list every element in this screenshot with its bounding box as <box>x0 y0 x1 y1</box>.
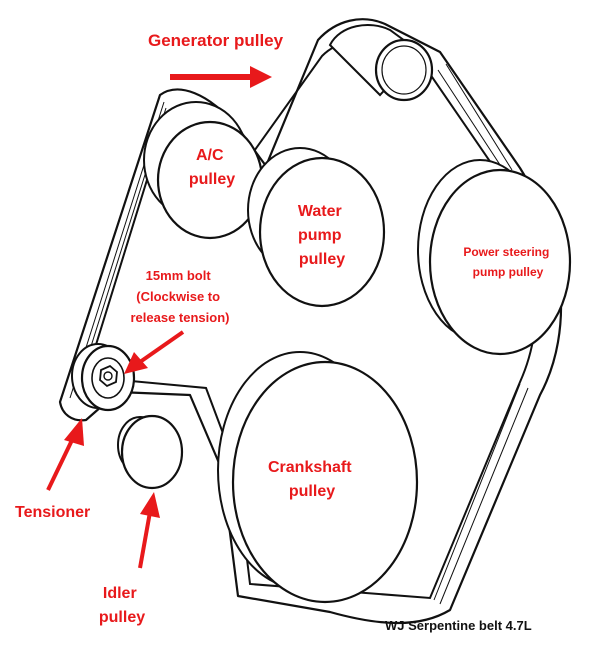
power-steering-pulley <box>417 159 572 356</box>
generator-pulley <box>328 24 434 102</box>
bolt-label: 15mm bolt (Clockwise to release tension) <box>131 268 230 325</box>
bolt-arrow <box>124 330 185 374</box>
crankshaft-pulley <box>217 351 419 604</box>
ac-pulley-label: A/C pulley <box>189 147 235 188</box>
tensioner-arrow <box>46 418 84 491</box>
caption: WJ Serpentine belt 4.7L <box>385 618 532 633</box>
water-pump-pulley-label: Water pump pulley <box>298 203 346 268</box>
belt-ribs <box>69 63 529 605</box>
water-pump-pulley <box>247 147 386 308</box>
ac-pulley <box>143 101 264 240</box>
tensioner-label: Tensioner <box>15 504 90 521</box>
idler-arrow <box>138 492 160 569</box>
direction-arrow <box>170 66 272 88</box>
power-steering-pulley-label: Power steering pump pulley <box>463 245 552 279</box>
tensioner-pulley <box>71 343 136 412</box>
generator-pulley-label: Generator pulley <box>148 31 284 50</box>
crankshaft-pulley-label: Crankshaft pulley <box>268 459 356 500</box>
bolt-head-icon <box>99 364 118 388</box>
idler-pulley-label: Idler pulley <box>99 585 145 626</box>
idler-pulley <box>117 414 184 490</box>
